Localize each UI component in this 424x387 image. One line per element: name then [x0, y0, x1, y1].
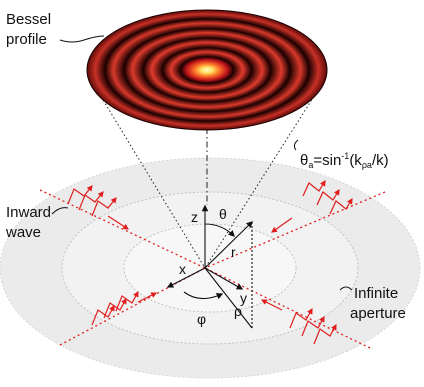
- x-axis: [166, 267, 206, 288]
- wave-cluster-lower-right: [260, 299, 337, 345]
- cone-line-left: [96, 89, 206, 269]
- rho-label: ρ: [234, 303, 242, 319]
- formula-leader: [293, 139, 299, 151]
- formula-paren-open: (k: [349, 152, 362, 169]
- rho-projection: [204, 267, 253, 329]
- inward-wave-label-line1: Inward: [6, 204, 51, 221]
- infinite-aperture-leader: [339, 286, 353, 291]
- formula-theta: θ: [300, 152, 308, 169]
- wave-cluster-upper-right: [271, 179, 353, 233]
- inward-wave-label-line2: wave: [5, 224, 41, 241]
- r-vector: [204, 221, 253, 269]
- formula-k-sub: ρa: [362, 160, 372, 170]
- infinite-aperture-label-line2: aperture: [350, 305, 406, 322]
- bessel-profile-label-line1: Bessel: [6, 11, 51, 28]
- bessel-profile-leader: [59, 35, 105, 43]
- infinite-aperture-label-line1: Infinite: [354, 285, 398, 302]
- y-axis: [204, 267, 244, 290]
- cone-line-right: [204, 89, 319, 269]
- theta-label: θ: [219, 206, 227, 222]
- aperture-inner-ring: [123, 223, 297, 313]
- formula-theta-sub: a: [308, 160, 313, 170]
- y-label: y: [240, 290, 247, 306]
- wave-cluster-lower-left: [91, 290, 158, 326]
- coordinate-system: [166, 204, 253, 329]
- phi-label: φ: [197, 311, 206, 327]
- formula-eq: =sin: [313, 152, 341, 169]
- z-label: z: [191, 209, 198, 225]
- wave-line-lower-right: [204, 267, 371, 349]
- bessel-profile-disk: [86, 9, 328, 131]
- formula-exp: -1: [341, 151, 349, 161]
- wave-vectors: [67, 179, 353, 345]
- formula-paren-close: /k): [372, 152, 389, 169]
- aperture-plane: [0, 157, 421, 379]
- angle-formula: θa=sin-1(kρa/k): [300, 151, 389, 170]
- annotations: Bessel profile Inward wave Infinite aper…: [5, 11, 406, 322]
- bessel-profile-label-line2: profile: [6, 31, 47, 48]
- bessel-intensity-ellipse: [86, 9, 328, 131]
- x-label: x: [179, 261, 186, 277]
- axis-labels: z θ r x y φ ρ: [179, 206, 247, 327]
- inward-wave-leader: [51, 207, 69, 215]
- aperture-outer-edge: [0, 157, 421, 379]
- wave-cluster-upper-left: [67, 185, 130, 230]
- theta-arc: [204, 223, 235, 237]
- projection-cone: [96, 89, 319, 269]
- r-label: r: [231, 244, 236, 260]
- phi-arc: [183, 291, 224, 300]
